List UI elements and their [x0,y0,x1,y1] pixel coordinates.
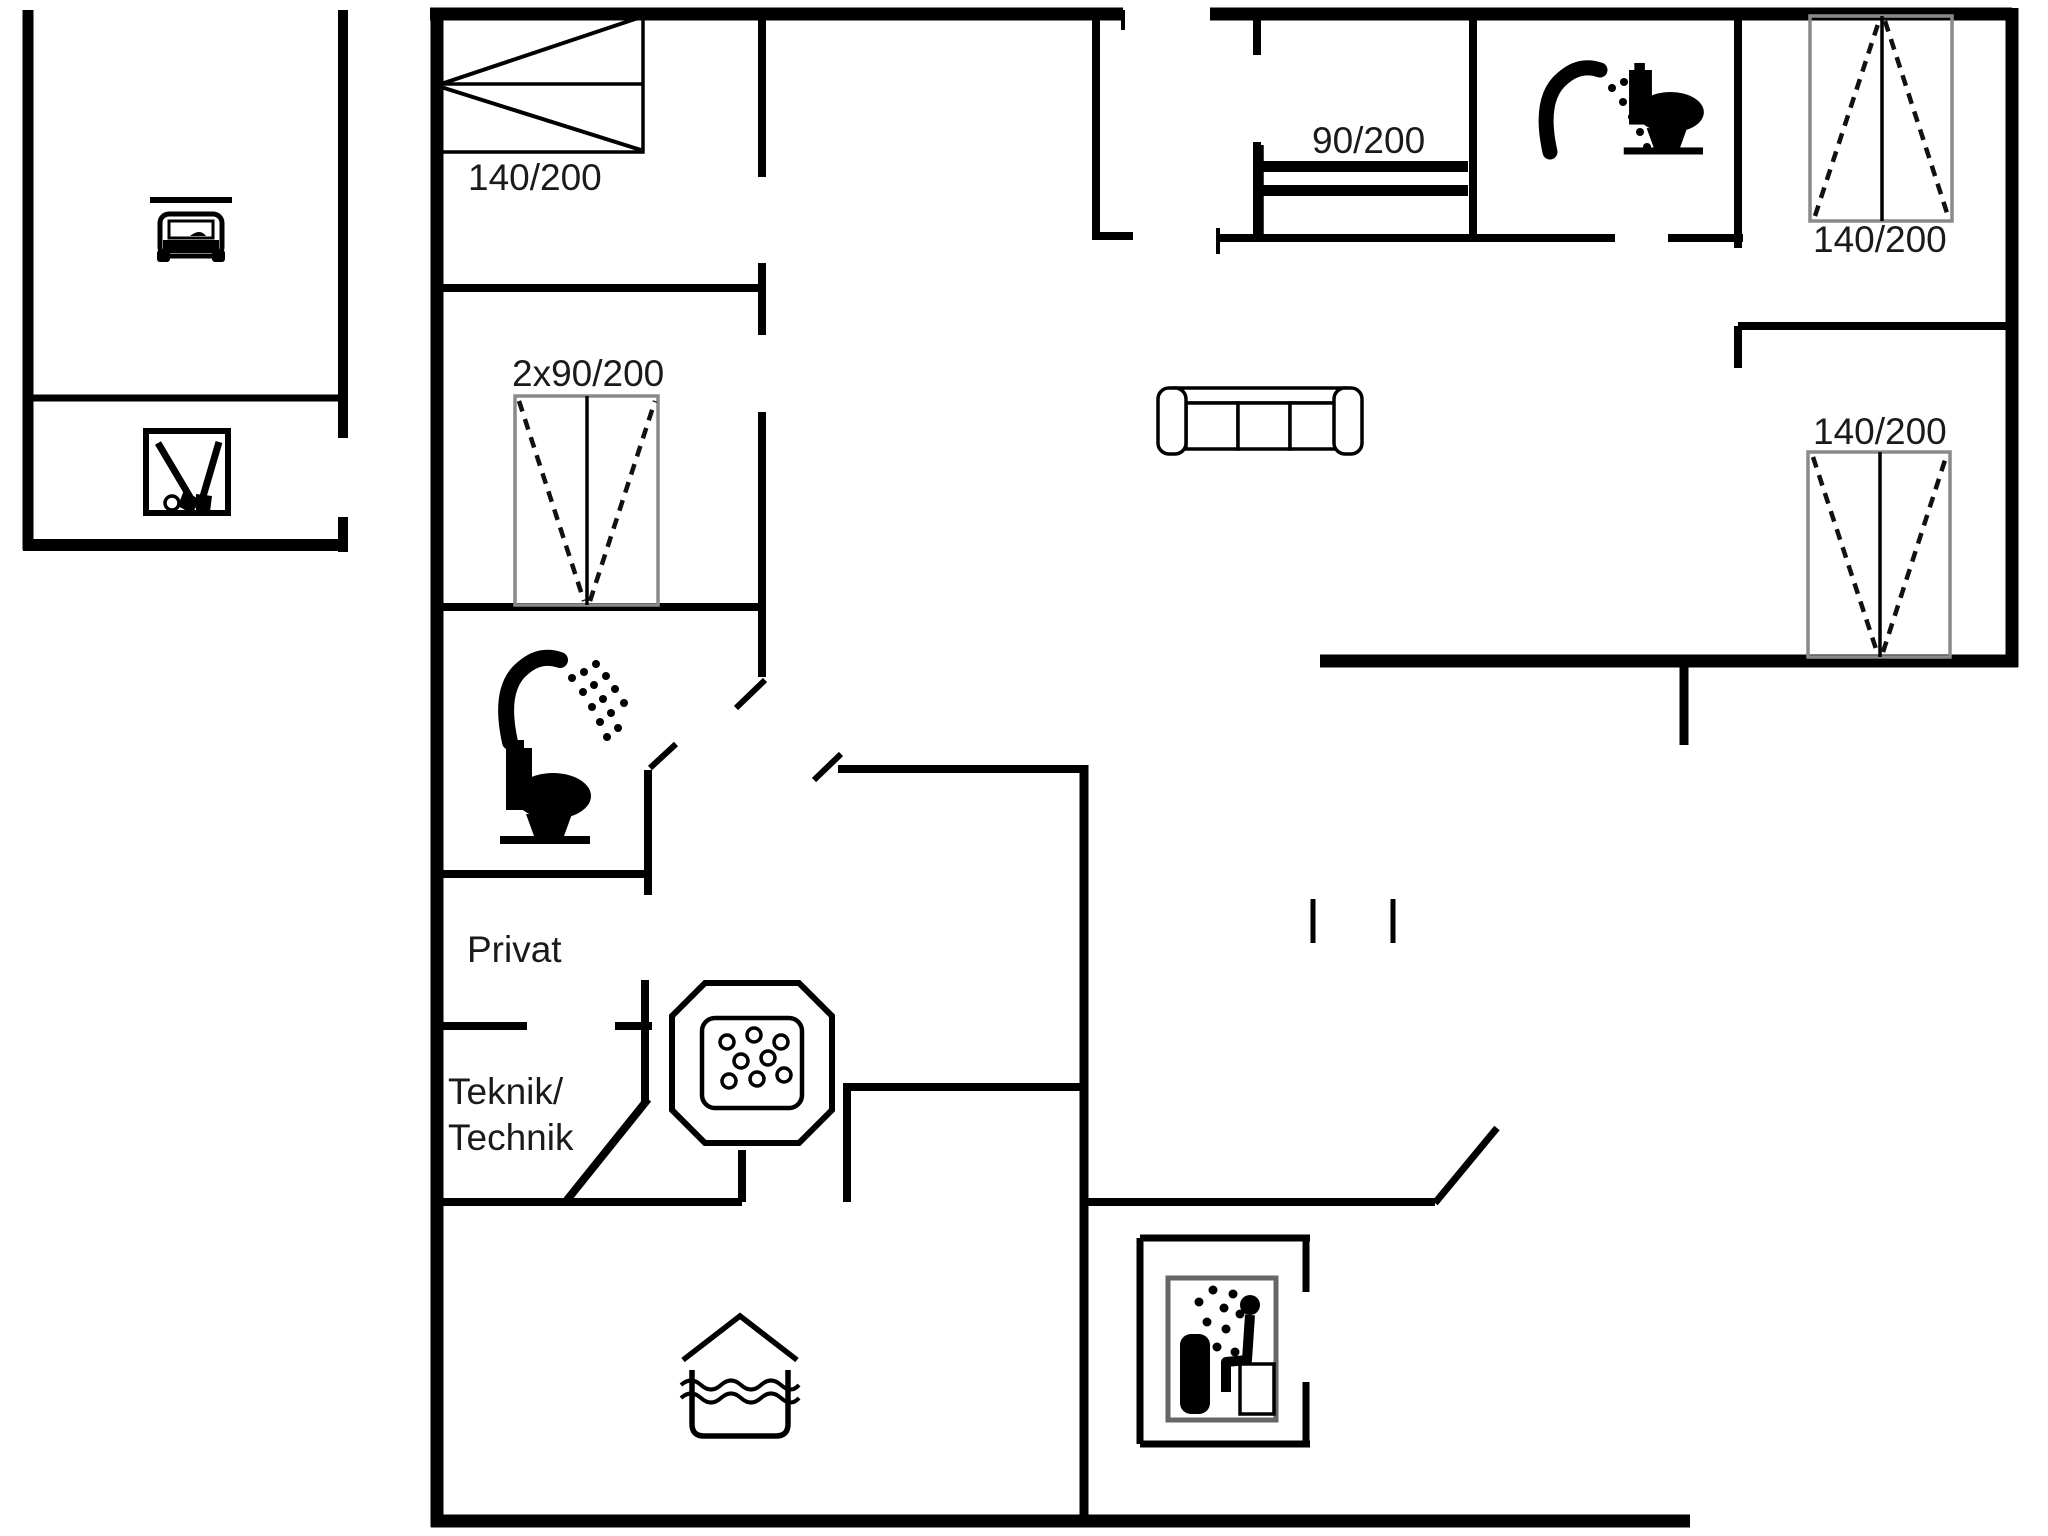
car-wheel-left [157,250,170,262]
wardrobe-label: 2x90/200 [512,353,664,394]
sofa-cushion [1236,401,1292,451]
sofa-arm-left [1156,386,1188,456]
sauna-stove [1180,1334,1210,1414]
sofa-cushion [1184,401,1240,451]
toilet-icon [500,740,591,844]
double-wardrobe-icon [513,394,660,607]
door-swing-line [733,677,768,711]
door-swing-line [647,741,679,771]
shower-spray [568,660,628,741]
toilet-icon [1623,62,1704,155]
sauna-steam [1194,1285,1245,1357]
sauna-bench [1238,1362,1276,1416]
exterior-walls [430,7,2019,1528]
wardrobe-door-diagonal [1882,20,1951,217]
toilet-button [1634,62,1645,70]
toilet-button [512,740,524,748]
shower-hose [1538,60,1608,160]
bed-diagonal [440,15,642,86]
sauna-person-head [1240,1295,1260,1315]
single-bed-icon [1260,145,1468,236]
toilet-bowl [515,773,591,819]
room-label-teknik-line1: Teknik/ [448,1071,564,1112]
wardrobe-door-diagonal [1810,456,1880,653]
hot-tub-octagon [669,980,835,1146]
toilet-base [1646,128,1688,148]
basin-tub [689,1370,791,1439]
bed-headboard-band [1262,185,1468,196]
toilet-base [526,814,572,836]
bed-label: 140/200 [468,157,602,198]
wardrobe-label: 140/200 [1813,411,1947,452]
toilet-floor [1623,147,1703,155]
double-wardrobe-icon [1808,14,1954,223]
wardrobe-door-diagonal [587,400,658,602]
hot-tub-icon [669,980,835,1146]
wardrobe-label: 140/200 [1813,219,1947,260]
interior-walls [437,8,2012,1515]
sauna-icon [1165,1275,1279,1423]
double-bed-icon [438,13,645,154]
shower-icon [498,649,628,750]
shower-hose [498,649,568,750]
tool-handle-left [154,441,194,499]
bed-headboard-band [1262,161,1468,172]
bed-diagonal [440,85,642,152]
door-swing-line [1432,1125,1500,1206]
teknik-diagonal-wall [563,1096,652,1203]
bed-label: 90/200 [1312,120,1425,161]
tool-head-right [196,494,212,512]
garden-tools-icon [143,428,231,516]
sauna-room-walls [1136,1234,1310,1448]
basin-wave [679,1378,801,1392]
basin-wave [679,1391,801,1405]
toilet-bowl [1636,92,1704,133]
sofa-back [1172,386,1348,405]
wardrobe-door-diagonal [516,400,587,602]
double-wardrobe-icon [1806,450,1952,659]
tool-wheel [163,494,181,512]
outbuilding-walls [22,10,348,552]
tool-handle-right [198,441,223,501]
sofa-icon [1156,386,1364,456]
car-wheel-right [212,250,225,262]
wardrobe-door-diagonal [1880,456,1949,653]
car-icon [150,197,232,262]
room-label-teknik-line2: Technik [448,1117,574,1158]
water-basin-icon [679,1312,801,1439]
hot-tub-basin [699,1015,805,1111]
wardrobe-door-diagonal [1812,20,1882,217]
car-hood [163,240,219,253]
car-driver [190,232,206,236]
room-label-privat: Privat [467,929,562,970]
door-swing-line [811,751,844,783]
sofa-arm-right [1332,386,1364,456]
sauna-person-body [1221,1314,1255,1392]
toilet-floor [500,836,590,844]
basin-roof [681,1312,799,1363]
tool-head-left [178,490,200,514]
hot-tub-bubbles [718,1026,793,1090]
